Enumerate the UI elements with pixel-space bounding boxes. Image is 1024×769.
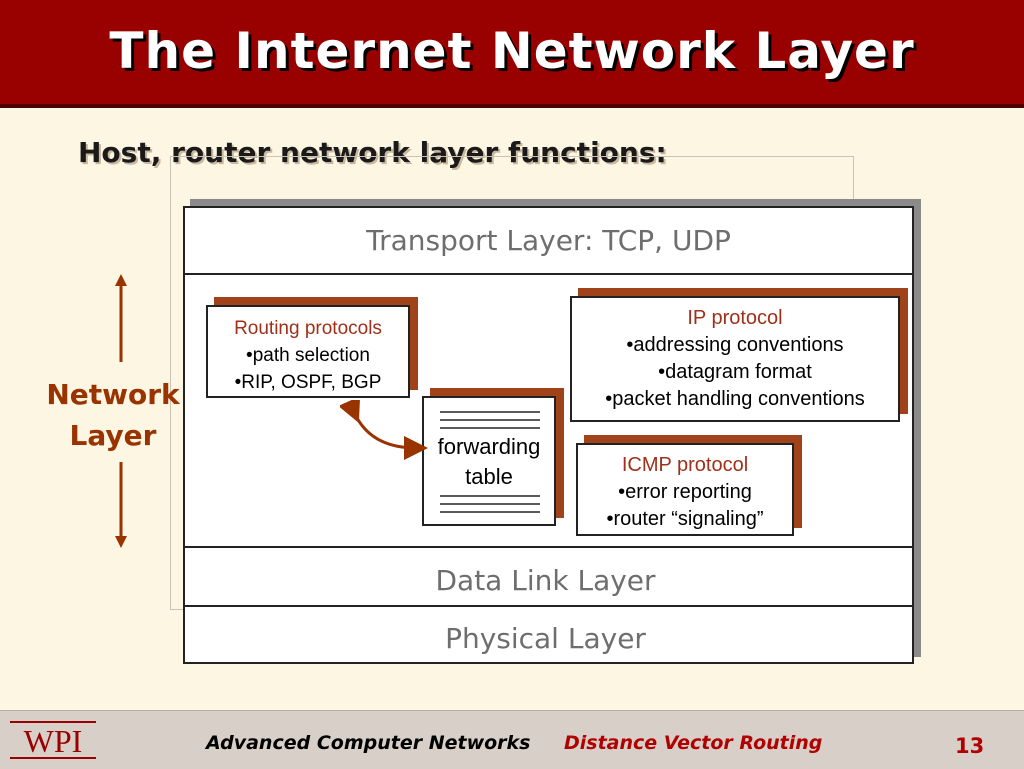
ip-item: •datagram format: [658, 361, 812, 383]
forwarding-table-card: forwarding table: [422, 396, 556, 526]
ip-protocol-card: IP protocol •addressing conventions •dat…: [570, 296, 900, 422]
routing-item: •RIP, OSPF, BGP: [234, 372, 382, 393]
routing-item: •path selection: [246, 345, 370, 366]
ip-card-title: IP protocol: [687, 307, 783, 329]
network-divider: [185, 546, 913, 548]
network-layer-span-arrow: [115, 274, 127, 548]
transport-divider: [185, 273, 913, 275]
ip-item: •packet handling conventions: [605, 388, 865, 410]
icmp-item: •error reporting: [618, 481, 752, 503]
table-label: table: [465, 464, 513, 489]
network-label-line2: Layer: [69, 419, 157, 452]
slide-page-number: 13: [955, 734, 985, 758]
footer-course-title: Advanced Computer Networks: [206, 732, 531, 754]
network-layer-label: Network Layer: [40, 374, 186, 456]
footer-topic-title: Distance Vector Routing: [564, 732, 823, 754]
routing-card-title: Routing protocols: [234, 318, 382, 339]
transport-layer-label: Transport Layer: TCP, UDP: [366, 224, 731, 257]
ip-item: •addressing conventions: [626, 334, 844, 356]
slide-title: The Internet Network Layer: [109, 22, 915, 80]
physical-layer-label: Physical Layer: [445, 622, 646, 655]
table-lines-icon: [440, 411, 540, 513]
icmp-card-title: ICMP protocol: [621, 454, 749, 476]
wpi-logo-text: WPI: [24, 723, 83, 759]
network-label-line1: Network: [46, 378, 180, 411]
icmp-item: •router “signaling”: [606, 508, 764, 530]
icmp-protocol-card: ICMP protocol •error reporting •router “…: [576, 443, 794, 536]
forwarding-label: forwarding: [437, 434, 541, 459]
title-bar-rule: [0, 104, 1024, 108]
wpi-logo-icon: WPI: [6, 714, 100, 766]
data-link-divider: [185, 605, 913, 607]
title-bar: [0, 0, 1024, 108]
slide-subtitle: Host, router network layer functions:: [78, 136, 667, 169]
routing-to-forwarding-arrow: [340, 400, 428, 460]
data-link-layer-label: Data Link Layer: [435, 564, 656, 597]
routing-protocols-card: Routing protocols •path selection •RIP, …: [206, 305, 410, 398]
footer-bar: [0, 710, 1024, 769]
